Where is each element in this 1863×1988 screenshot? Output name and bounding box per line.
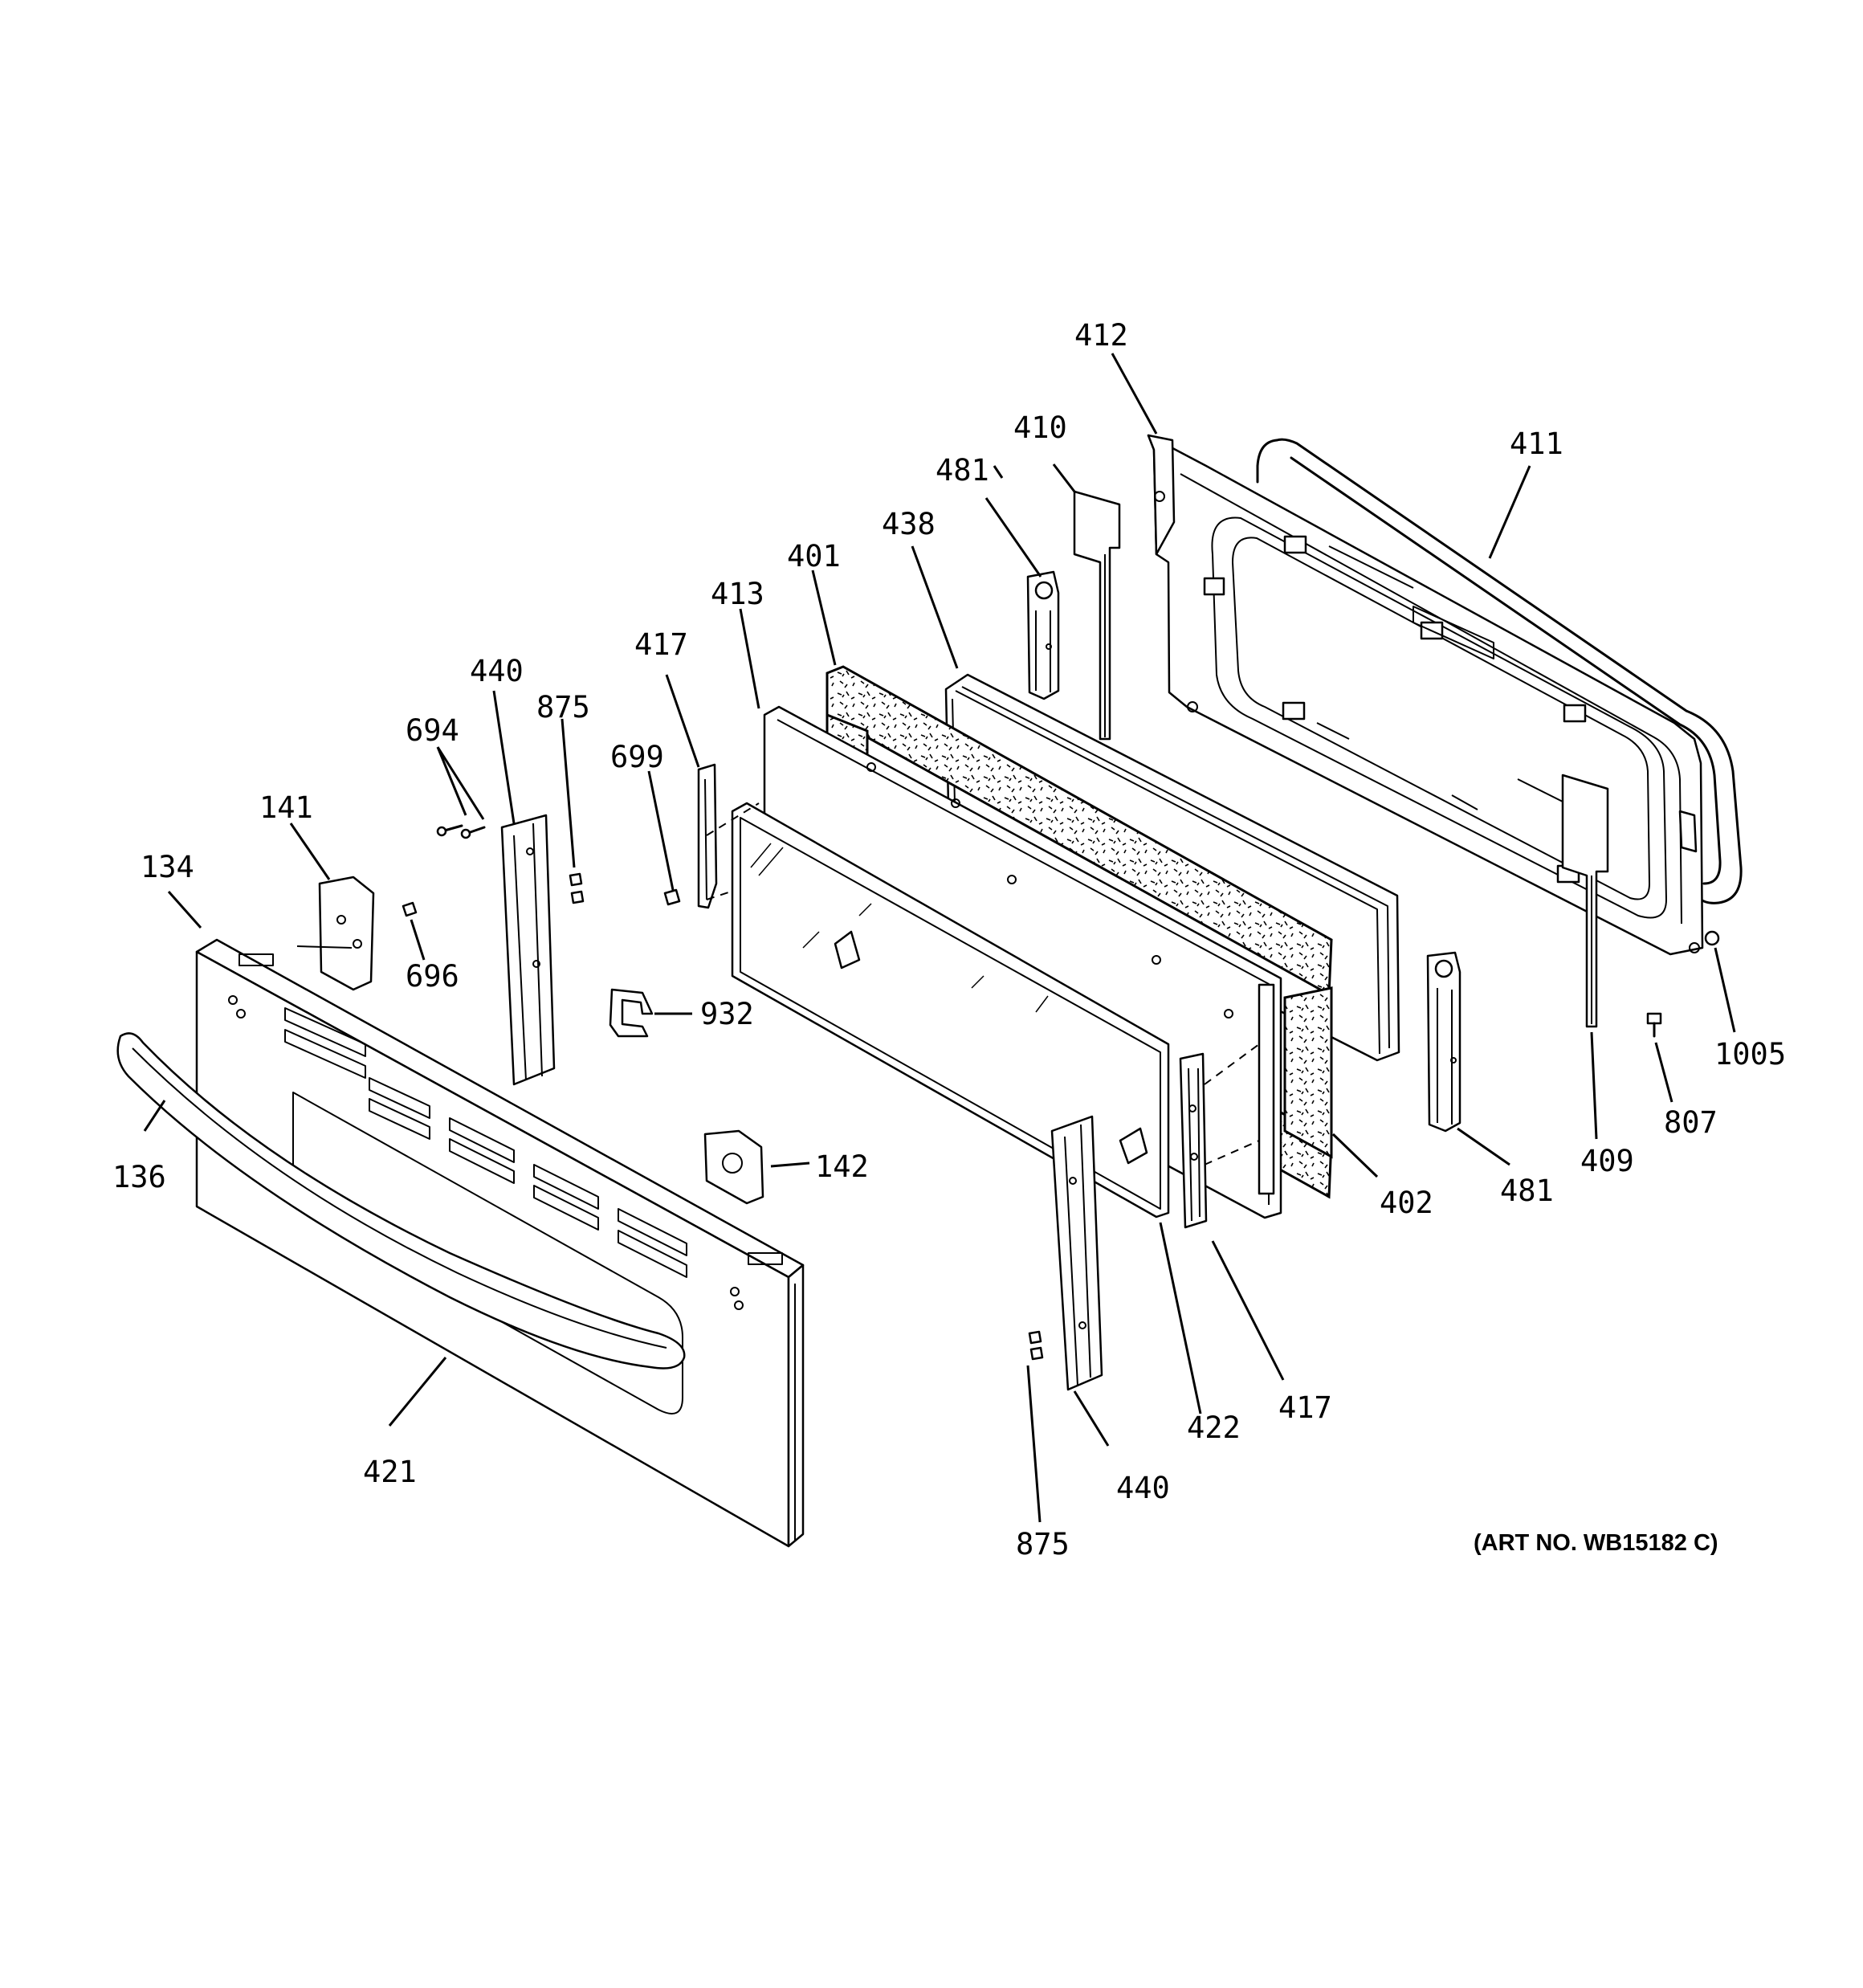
art-number: (ART NO. WB15182 C)	[1474, 1530, 1718, 1556]
screws-875-lower	[1028, 1330, 1044, 1361]
callout-410: 410	[1013, 410, 1067, 445]
callout-932: 932	[700, 997, 754, 1031]
outer-door-panel-421	[195, 938, 805, 1548]
callout-481-top: 481	[936, 453, 989, 488]
hinge-receiver-481-top	[1026, 570, 1060, 700]
assembly-lines	[706, 802, 1260, 1165]
callout-417-top: 417	[634, 627, 688, 662]
callout-421: 421	[363, 1455, 417, 1489]
callout-699: 699	[610, 740, 664, 774]
callout-807: 807	[1664, 1105, 1718, 1140]
callout-481-bottom: 481	[1500, 1174, 1554, 1208]
bracket-141	[296, 876, 375, 991]
callout-438: 438	[882, 507, 936, 541]
callout-402: 402	[1380, 1186, 1433, 1220]
screw-807	[1646, 1012, 1662, 1038]
pins-694	[436, 824, 486, 839]
callout-440-bottom: 440	[1116, 1471, 1170, 1505]
callout-142: 142	[815, 1149, 869, 1184]
callout-875-bottom: 875	[1016, 1527, 1070, 1561]
callout-141: 141	[259, 790, 313, 825]
callout-422: 422	[1187, 1410, 1241, 1445]
screws-875-upper	[569, 872, 585, 904]
callout-409: 409	[1580, 1144, 1634, 1178]
callout-401: 401	[787, 539, 841, 574]
screw-1005	[1704, 930, 1720, 946]
clip-932	[609, 988, 654, 1038]
callout-440-top: 440	[470, 654, 524, 688]
callout-694: 694	[406, 713, 459, 748]
insulation-panel-410	[1073, 490, 1121, 741]
callout-413: 413	[711, 577, 764, 611]
callout-417-bottom: 417	[1278, 1390, 1332, 1425]
callout-411: 411	[1510, 427, 1563, 461]
leader-lines	[143, 353, 1736, 1523]
screw-696	[402, 901, 418, 917]
front-glass-422	[731, 802, 1170, 1219]
side-channel-440-upper	[500, 814, 556, 1086]
hinge-receiver-481-bottom	[1426, 951, 1461, 1133]
side-channel-440-lower	[1050, 1115, 1103, 1391]
bracket-142	[703, 1129, 764, 1205]
outer-door-frame-411	[1256, 438, 1743, 904]
callout-labels: 412 410 411 481 438 401 413 417 440 875 …	[112, 318, 1786, 1561]
callout-696: 696	[406, 959, 459, 994]
callout-1005: 1005	[1714, 1037, 1786, 1072]
callout-136: 136	[112, 1160, 166, 1194]
screw-699	[663, 888, 681, 906]
callout-875-top: 875	[536, 690, 590, 725]
hinge-417-left	[697, 763, 718, 909]
hinge-417-right	[1179, 1052, 1208, 1229]
insulation-panel-409	[1561, 774, 1609, 1028]
callout-412: 412	[1074, 318, 1128, 353]
door-handle-136	[116, 1032, 686, 1370]
callout-134: 134	[141, 850, 194, 884]
